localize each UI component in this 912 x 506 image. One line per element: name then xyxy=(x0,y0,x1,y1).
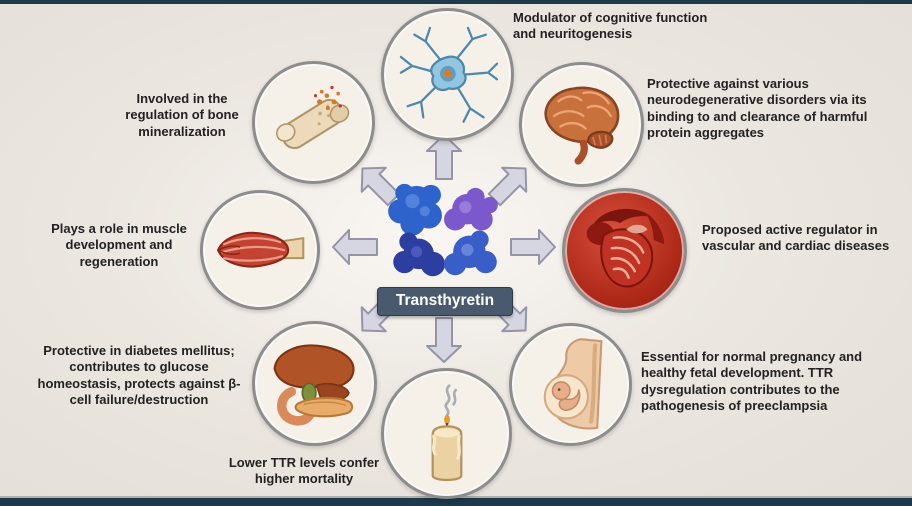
top-border-bar xyxy=(0,0,912,4)
arrow-right-icon xyxy=(510,229,556,265)
arrow-up-icon xyxy=(426,134,462,180)
muscle-icon xyxy=(216,231,305,268)
brain-icon xyxy=(544,86,620,165)
bone-icon xyxy=(276,85,350,150)
arrow-up-left-icon xyxy=(349,155,407,213)
liver-pancreas-icon xyxy=(273,344,355,426)
liver-pancreas-node xyxy=(252,321,377,446)
candle-icon xyxy=(431,383,462,481)
neuron-icon xyxy=(399,26,498,123)
annotation-liver: Protective in diabetes mellitus; contrib… xyxy=(37,343,241,408)
annotation-pregnancy: Essential for normal pregnancy and healt… xyxy=(641,349,863,414)
muscle-node xyxy=(200,190,320,310)
center-label-text: Transthyretin xyxy=(395,292,495,309)
annotation-muscle: Plays a role in muscle development and r… xyxy=(51,221,187,269)
center-label: Transthyretin xyxy=(377,287,513,316)
protein-tetramer-icon xyxy=(388,183,498,277)
heart-icon xyxy=(586,209,665,288)
transthyretin-protein-illustration xyxy=(378,170,510,288)
candle-node xyxy=(381,368,512,499)
annotation-bone: Involved in the regulation of bone miner… xyxy=(125,91,239,139)
annotation-candle: Lower TTR levels confer higher mortality xyxy=(228,455,380,487)
arrow-left-icon xyxy=(332,229,378,265)
neuron-node xyxy=(381,8,514,141)
brain-node xyxy=(519,62,644,187)
arrow-down-icon xyxy=(426,317,462,363)
annotation-heart: Proposed active regulator in vascular an… xyxy=(702,222,890,254)
annotation-neuron: Modulator of cognitive function and neur… xyxy=(513,10,708,42)
heart-node xyxy=(562,188,687,313)
bone-node xyxy=(252,61,375,184)
pregnancy-node xyxy=(509,323,632,446)
annotation-brain: Protective against various neurodegenera… xyxy=(647,76,868,141)
fetus-icon xyxy=(543,338,603,430)
